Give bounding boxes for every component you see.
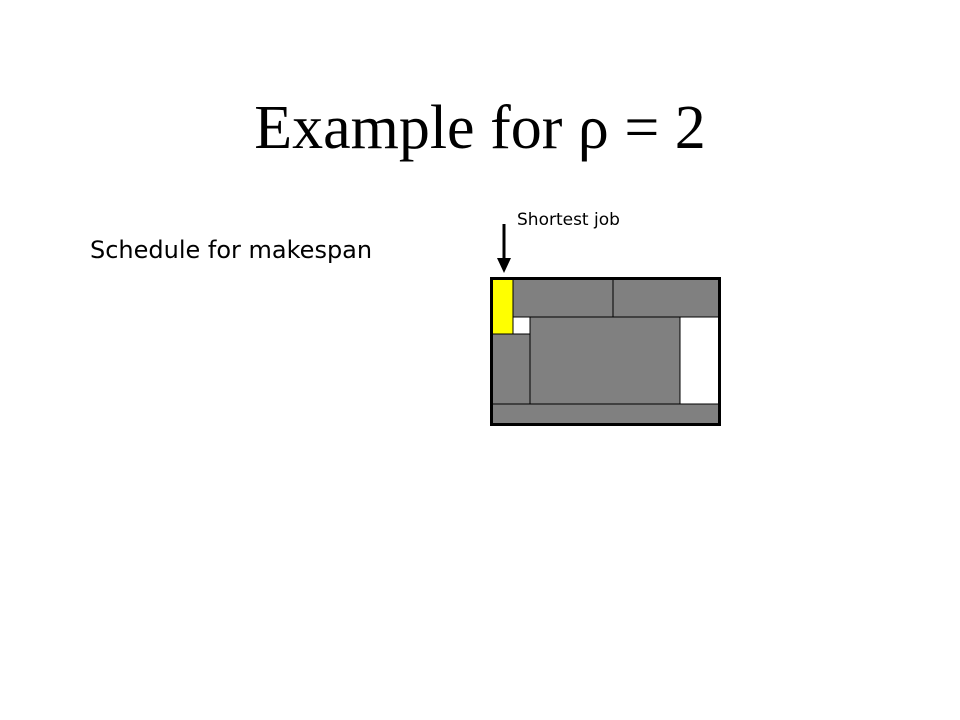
idle-gap (512, 316, 531, 335)
arrow-head (497, 258, 511, 273)
job-block (612, 278, 720, 318)
schedule-label: Schedule for makespan (90, 236, 373, 264)
rho-symbol: ρ (577, 94, 609, 162)
schedule-frame (490, 277, 721, 426)
job-block (491, 333, 531, 405)
title-suffix: = 2 (608, 94, 706, 162)
shortest-job-label: Shortest job (517, 210, 620, 230)
shortest-job-block (491, 278, 514, 335)
title-prefix: Example for (254, 94, 578, 162)
idle-slot (679, 316, 720, 405)
job-block (529, 316, 681, 405)
job-block (491, 403, 720, 425)
slide-title: Example for ρ = 2 (0, 88, 960, 168)
job-block (512, 278, 614, 318)
